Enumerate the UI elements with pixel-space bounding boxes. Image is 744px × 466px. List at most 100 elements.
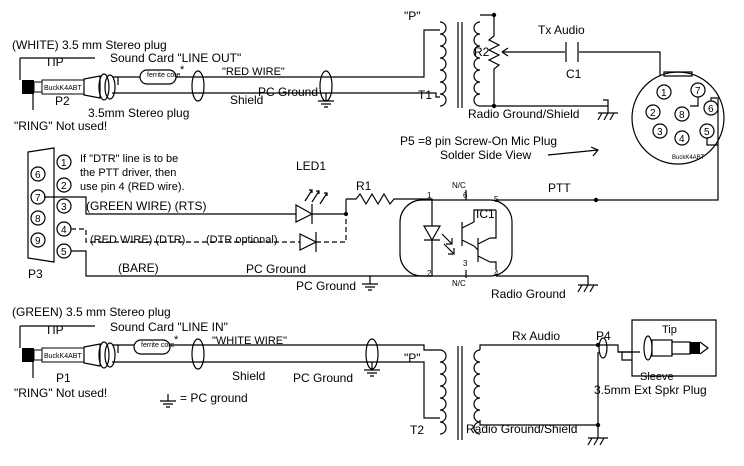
junction-ptt <box>593 197 599 203</box>
label-ptt: PTT <box>548 181 571 195</box>
label-white-wire: "WHITE WIRE" <box>212 335 287 347</box>
label-ring-bottom: "RING" Not used! <box>14 386 107 400</box>
wire-tx-hot <box>113 29 440 78</box>
transformer-t2 <box>439 346 481 440</box>
svg-text:3: 3 <box>61 202 67 213</box>
label-pc-ground-mid2: PC Ground <box>296 279 356 293</box>
transformer-t1 <box>439 21 481 108</box>
label-pc-ground-mid: PC Ground <box>246 262 306 276</box>
junction-radio-ground-bottom <box>595 422 601 428</box>
wire-r2-top <box>480 14 495 28</box>
label-nc-top: N/C <box>452 181 466 190</box>
label-ferrite-top: ferrite core <box>147 72 181 79</box>
label-p5-title: P5 =8 pin Screw-On Mic Plug <box>400 134 557 148</box>
watermark-p5: BuckK4ABT <box>672 155 705 161</box>
mic-plug-p5: 1 2 3 4 5 6 7 8 BuckK4ABT <box>631 71 725 165</box>
label-radio-ground-shield-top: Radio Ground/Shield <box>468 107 579 121</box>
label-green-plug: (GREEN) 3.5 mm Stereo plug <box>12 305 171 319</box>
p4-box <box>631 319 717 377</box>
watermark-p2: BuckK4ABT <box>44 85 82 92</box>
svg-text:4: 4 <box>679 134 685 145</box>
shield-ring-p4 <box>598 337 608 359</box>
label-p-top: "P" <box>404 9 421 23</box>
label-ic1: IC1 <box>476 207 495 221</box>
label-ferrite-bottom: ferrite core <box>141 342 175 349</box>
label-asterisk-top: * <box>180 64 185 76</box>
wire-tx-audio <box>512 51 661 76</box>
label-line-out: Sound Card "LINE OUT" <box>110 51 241 65</box>
resistor-r1 <box>346 192 404 206</box>
label-p4: P4 <box>596 329 611 343</box>
label-led1: LED1 <box>296 159 326 173</box>
label-p-bottom: "P" <box>404 351 421 365</box>
ext-speaker-plug-p4 <box>643 335 709 361</box>
svg-text:1: 1 <box>61 158 67 169</box>
db9-connector-p3: 1 2 3 4 5 6 7 8 9 <box>27 147 72 263</box>
optocoupler-ic1 <box>399 199 513 277</box>
label-shield-bottom: Shield <box>232 369 265 383</box>
svg-text:2: 2 <box>61 181 67 192</box>
svg-text:1: 1 <box>661 88 667 99</box>
ground-symbol-mid <box>362 276 378 291</box>
label-green-wire: (GREEN WIRE) (RTS) <box>86 199 206 213</box>
wire-rx-audio <box>479 344 640 353</box>
label-red-wire: "RED WIRE" <box>222 66 285 78</box>
ic-pin-3: 3 <box>463 259 468 268</box>
ground-symbol-top <box>318 93 334 108</box>
svg-text:7: 7 <box>695 86 701 97</box>
label-ring-top: "RING" Not used! <box>14 119 107 133</box>
label-radio-ground-mid: Radio Ground <box>491 287 566 301</box>
label-c1: C1 <box>566 67 582 81</box>
label-pc-ground-legend: = PC ground <box>180 391 248 405</box>
label-shield-top: Shield <box>230 93 263 107</box>
label-tip-bottom: TIP <box>45 323 64 337</box>
ic-pin-2: 2 <box>427 269 432 278</box>
svg-text:5: 5 <box>704 127 710 138</box>
svg-text:6: 6 <box>35 170 41 181</box>
wire-rx-hot <box>113 344 440 351</box>
label-dtr-optional: (DTR optional) <box>206 234 278 246</box>
label-sleeve: Sleeve <box>640 371 674 383</box>
label-p1: P1 <box>56 371 71 385</box>
label-tx-audio: Tx Audio <box>538 23 585 37</box>
svg-text:2: 2 <box>650 108 656 119</box>
label-ext-spkr: 3.5mm Ext Spkr Plug <box>594 383 707 397</box>
label-pc-ground-top: PC Ground <box>258 85 318 99</box>
label-red-wire-dtr: (RED WIRE) (DTR) <box>90 234 185 246</box>
potentiometer-r2 <box>487 28 512 106</box>
label-r1: R1 <box>356 179 372 193</box>
legend-ground-symbol <box>160 394 176 408</box>
label-radio-ground-shield-bottom: Radio Ground/Shield <box>466 422 577 436</box>
ferrite-core-top: ferrite core * <box>139 64 185 85</box>
wire-mic-pin7 <box>690 97 699 107</box>
svg-text:8: 8 <box>35 214 41 225</box>
label-p2: P2 <box>55 94 70 108</box>
wire-dtr-join <box>316 214 347 243</box>
wire-pc-ground-bottom <box>112 361 440 419</box>
wire-p4-sleeve <box>618 351 632 361</box>
capacitor-c1 <box>565 42 579 62</box>
svg-text:4: 4 <box>61 225 67 236</box>
watermark-p1: BuckK4ABT <box>44 353 82 360</box>
chassis-ground-mid <box>577 284 598 293</box>
label-nc-bottom: N/C <box>452 279 466 288</box>
label-t2: T2 <box>410 423 424 437</box>
ic-pin-1: 1 <box>427 191 432 200</box>
label-line-in: Sound Card "LINE IN" <box>110 320 228 334</box>
label-dtr-note-1: If "DTR" line is to be <box>80 153 178 165</box>
chassis-ground-top <box>597 112 618 121</box>
chassis-ground-bottom <box>587 437 608 446</box>
wire-rts-green <box>44 196 296 215</box>
wire-bare-pc-ground <box>71 250 433 277</box>
svg-text:3: 3 <box>657 127 663 138</box>
wire-radio-ground-top <box>494 99 609 113</box>
wire-ptt <box>496 145 719 201</box>
stereo-plug-p1: BuckK4ABT <box>22 341 116 369</box>
label-t1: T1 <box>418 88 432 102</box>
shield-ring-bottom-1 <box>191 338 205 370</box>
label-tip-top: TIP <box>45 55 64 69</box>
led1 <box>295 189 328 224</box>
wire-radio-ground-mid <box>496 275 589 285</box>
label-white-plug: (WHITE) 3.5 mm Stereo plug <box>12 38 167 52</box>
